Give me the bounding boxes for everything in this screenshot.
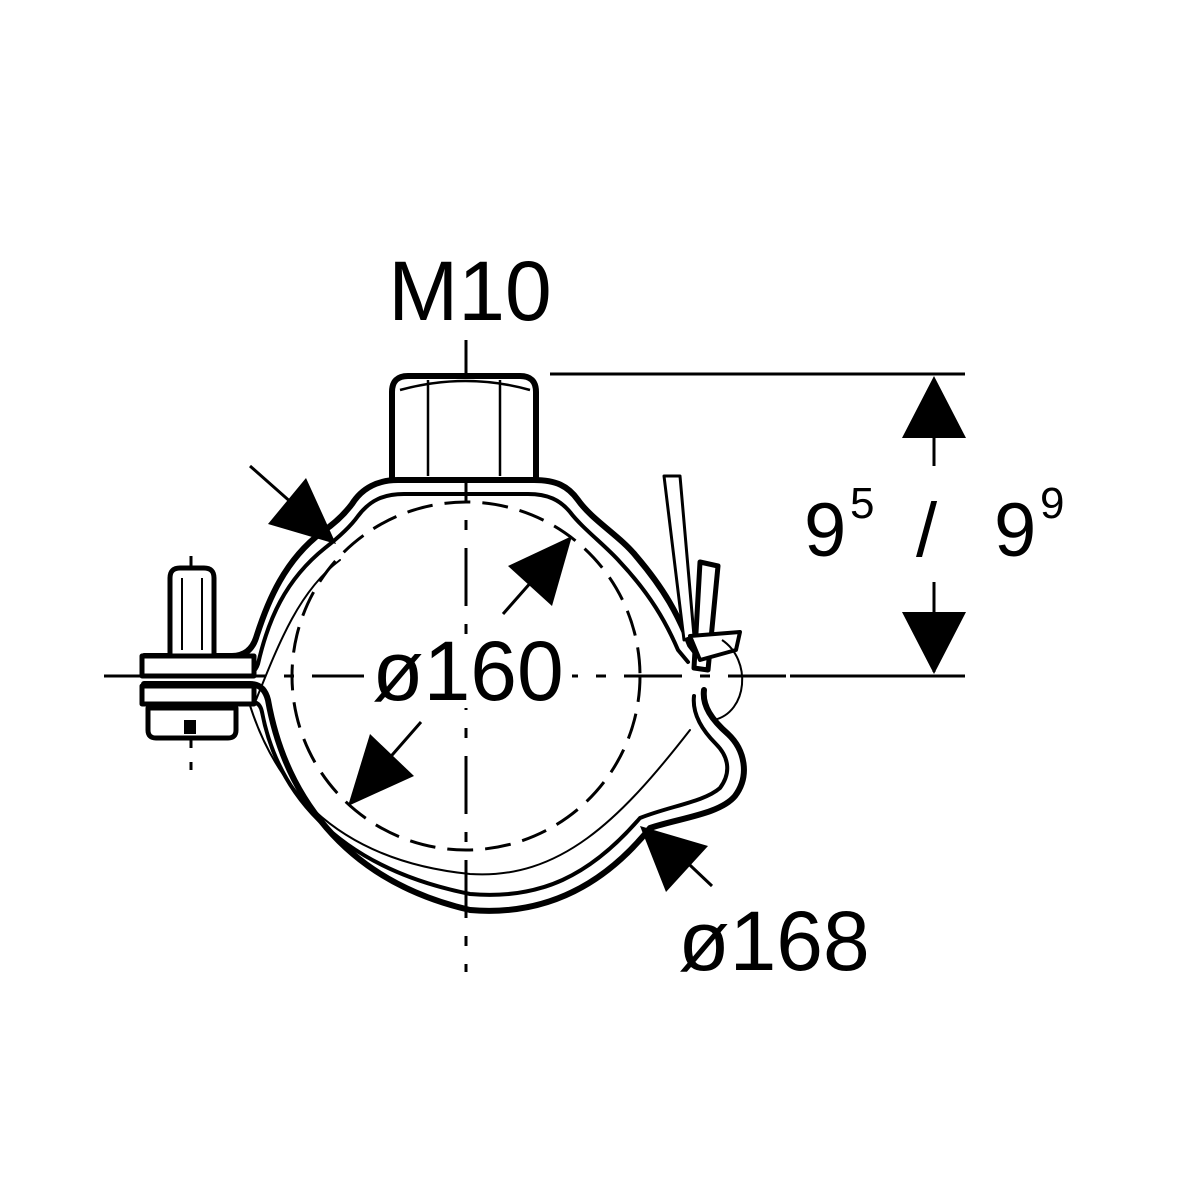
inner-diameter-arrows (348, 536, 572, 806)
outer-diameter-label: ø168 (678, 894, 869, 988)
outer-diameter-arrows (249, 464, 714, 892)
height-main-2: 9 (994, 488, 1036, 573)
height-arrow-up (902, 376, 966, 438)
inner-arrow-bottom-left (348, 734, 414, 806)
hinge (662, 474, 744, 721)
band-liner (245, 691, 691, 876)
height-sup-1: 5 (850, 479, 874, 528)
upper-band-inner (142, 492, 690, 678)
height-arrow-down (902, 612, 966, 674)
flange-plate-bottom (139, 683, 257, 707)
clamp-band (141, 477, 747, 914)
upper-band-outer (141, 477, 703, 661)
pipe-outline (290, 500, 642, 852)
clamp-screw (139, 565, 257, 741)
lower-band-outer (141, 681, 747, 914)
inner-diameter-label: ø160 (372, 624, 563, 718)
inner-label-backdrop (364, 636, 572, 708)
band-liner-upper (255, 559, 341, 701)
height-label: 9 5 / 9 9 (804, 479, 1064, 573)
screw-shank (167, 565, 217, 656)
outer-arrow-top-left (268, 478, 336, 544)
hex-nut (389, 373, 539, 478)
lower-band-inner (148, 694, 730, 897)
height-dimension (550, 372, 965, 678)
height-sup-2: 9 (1040, 479, 1064, 528)
flange-plate-top (139, 653, 257, 679)
height-separator: / (916, 488, 938, 573)
outer-arrow-bottom-right (640, 826, 708, 892)
inner-arrow-top-right (508, 536, 572, 606)
height-main-1: 9 (804, 488, 846, 573)
thread-label: M10 (388, 244, 551, 338)
